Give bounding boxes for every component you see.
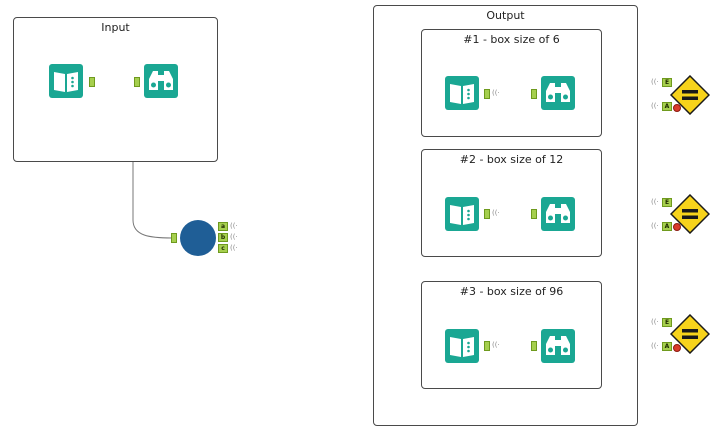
test3-a-signal-icon: ((· bbox=[651, 342, 659, 350]
book-input-icon bbox=[445, 329, 479, 363]
box3-signal-icon: ((· bbox=[492, 341, 500, 349]
test2-input-anchor-e[interactable]: E bbox=[662, 198, 672, 207]
test1-input-anchor-e[interactable]: E bbox=[662, 78, 672, 87]
equals-diamond-icon bbox=[669, 193, 711, 235]
box1-browse-input-anchor[interactable] bbox=[531, 89, 537, 99]
box2-browse-tool[interactable] bbox=[540, 196, 576, 232]
box2-container-title: #2 - box size of 12 bbox=[459, 153, 564, 166]
anchor-c-signal-icon: ((· bbox=[230, 244, 238, 252]
output-anchor-c[interactable]: c bbox=[218, 244, 228, 253]
binoculars-browse-icon bbox=[541, 197, 575, 231]
box3-browse-tool[interactable] bbox=[540, 328, 576, 364]
box3-browse-input-anchor[interactable] bbox=[531, 341, 537, 351]
book-input-icon bbox=[49, 64, 83, 98]
box2-signal-icon: ((· bbox=[492, 209, 500, 217]
test2-e-signal-icon: ((· bbox=[651, 198, 659, 206]
book-input-icon bbox=[445, 197, 479, 231]
anchor-a-signal-icon: ((· bbox=[230, 222, 238, 230]
box3-input-output-anchor[interactable] bbox=[484, 341, 490, 351]
box2-input-tool[interactable] bbox=[444, 196, 480, 232]
anchor-b-signal-icon: ((· bbox=[230, 233, 238, 241]
test3-error-indicator bbox=[673, 344, 681, 352]
test3-e-signal-icon: ((· bbox=[651, 318, 659, 326]
test1-error-indicator bbox=[673, 104, 681, 112]
equals-diamond-icon bbox=[669, 313, 711, 355]
input-container-title: Input bbox=[101, 21, 130, 34]
test2-error-indicator bbox=[673, 223, 681, 231]
test1-tool[interactable] bbox=[669, 74, 711, 116]
test3-tool[interactable] bbox=[669, 313, 711, 355]
binoculars-browse-icon bbox=[541, 76, 575, 110]
input-data-tool[interactable] bbox=[48, 63, 84, 99]
box2-browse-input-anchor[interactable] bbox=[531, 209, 537, 219]
output-anchor-b[interactable]: b bbox=[218, 233, 228, 242]
box2-input-output-anchor[interactable] bbox=[484, 209, 490, 219]
test3-input-anchor-a[interactable]: A bbox=[662, 342, 672, 351]
test2-a-signal-icon: ((· bbox=[651, 222, 659, 230]
box3-container-title: #3 - box size of 96 bbox=[459, 285, 564, 298]
book-input-icon bbox=[445, 76, 479, 110]
box1-input-output-anchor[interactable] bbox=[484, 89, 490, 99]
test3-input-anchor-e[interactable]: E bbox=[662, 318, 672, 327]
binoculars-browse-icon bbox=[144, 64, 178, 98]
circle-tool[interactable] bbox=[180, 220, 216, 256]
box1-input-tool[interactable] bbox=[444, 75, 480, 111]
box3-input-tool[interactable] bbox=[444, 328, 480, 364]
box1-signal-icon: ((· bbox=[492, 89, 500, 97]
box1-browse-tool[interactable] bbox=[540, 75, 576, 111]
binoculars-browse-icon bbox=[541, 329, 575, 363]
input-tool-output-anchor[interactable] bbox=[89, 77, 95, 87]
output-container-title: Output bbox=[486, 9, 525, 22]
circle-tool-input-anchor[interactable] bbox=[171, 233, 177, 243]
browse-tool-input-anchor[interactable] bbox=[134, 77, 140, 87]
equals-diamond-icon bbox=[669, 74, 711, 116]
browse-tool[interactable] bbox=[143, 63, 179, 99]
output-anchor-a[interactable]: a bbox=[218, 222, 228, 231]
test1-input-anchor-a[interactable]: A bbox=[662, 102, 672, 111]
test2-tool[interactable] bbox=[669, 193, 711, 235]
test2-input-anchor-a[interactable]: A bbox=[662, 222, 672, 231]
box1-container-title: #1 - box size of 6 bbox=[463, 33, 560, 46]
test1-a-signal-icon: ((· bbox=[651, 102, 659, 110]
test1-e-signal-icon: ((· bbox=[651, 78, 659, 86]
input-container[interactable]: Input bbox=[13, 17, 218, 162]
